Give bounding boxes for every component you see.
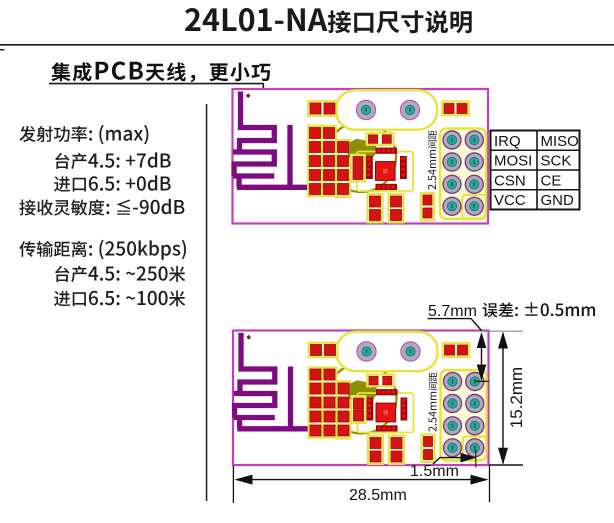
svg-text:MOSI: MOSI bbox=[494, 153, 532, 170]
svg-text:CE: CE bbox=[541, 172, 562, 189]
svg-text:28.5mm: 28.5mm bbox=[349, 487, 407, 504]
svg-text:GND: GND bbox=[541, 192, 575, 209]
svg-text:1.5mm: 1.5mm bbox=[410, 463, 459, 480]
svg-text:CSN: CSN bbox=[494, 172, 526, 189]
svg-text:15.2mm: 15.2mm bbox=[507, 367, 526, 428]
svg-text:IRQ: IRQ bbox=[494, 133, 521, 150]
svg-text:MISO: MISO bbox=[541, 133, 579, 150]
svg-text:5.7mm: 5.7mm bbox=[428, 303, 477, 320]
svg-text:SCK: SCK bbox=[541, 153, 572, 170]
svg-text:VCC: VCC bbox=[494, 192, 526, 209]
